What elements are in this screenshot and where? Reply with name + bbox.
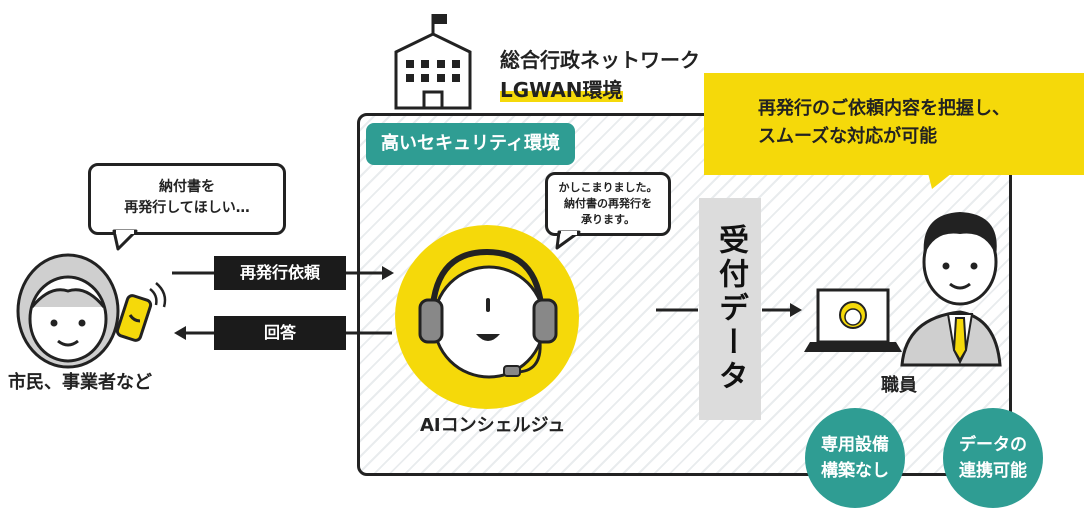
reception-data-box: 受付データ (699, 198, 761, 420)
feature-line: 連携可能 (959, 461, 1027, 481)
speech-tail-icon (555, 230, 581, 250)
feature-no-dedicated-equipment: 専用設備 構築なし (805, 408, 905, 508)
ai-speech-line: 承ります。 (581, 213, 635, 226)
security-tag: 高いセキュリティ環境 (366, 123, 575, 165)
network-subtitle: LGWAN環境 (500, 78, 623, 102)
request-arrow-head (382, 266, 394, 280)
government-building-icon (394, 14, 472, 110)
answer-arrow-head (174, 326, 186, 340)
feature-line: 専用設備 (821, 435, 889, 455)
ai-speech-bubble: かしこまりました。 納付書の再発行を 承ります。 (545, 172, 671, 236)
ai-speech-line: かしこまりました。 (558, 181, 658, 194)
feature-line: データの (959, 435, 1027, 455)
ai-concierge-label: AIコンシェルジュ (420, 415, 566, 436)
speech-tail-icon (112, 229, 138, 251)
citizen-label: 市民、事業者など (8, 372, 152, 393)
citizen-avatar-icon (16, 253, 167, 369)
staff-label: 職員 (881, 375, 917, 396)
callout-tail-icon (928, 173, 952, 189)
citizen-speech-line: 納付書を (159, 179, 215, 195)
staff-callout: 再発行のご依頼内容を把握し、 スムーズな対応が可能 (704, 73, 1084, 175)
answer-label: 回答 (214, 316, 346, 350)
request-label: 再発行依頼 (214, 256, 346, 290)
feature-line: 構築なし (821, 461, 889, 481)
ai-concierge-icon (395, 225, 579, 409)
data-flow-arrows (656, 303, 802, 317)
ai-speech-line: 納付書の再発行を (564, 197, 652, 210)
staff-callout-line: 再発行のご依頼内容を把握し、 (758, 98, 1010, 119)
feature-data-integration: データの 連携可能 (943, 408, 1043, 508)
citizen-speech-line: 再発行してほしい… (124, 200, 250, 216)
citizen-speech-bubble: 納付書を 再発行してほしい… (88, 163, 286, 235)
staff-callout-line: スムーズな対応が可能 (758, 126, 938, 147)
staff-illustration-icon (804, 212, 1002, 367)
network-title: 総合行政ネットワーク (500, 48, 700, 72)
